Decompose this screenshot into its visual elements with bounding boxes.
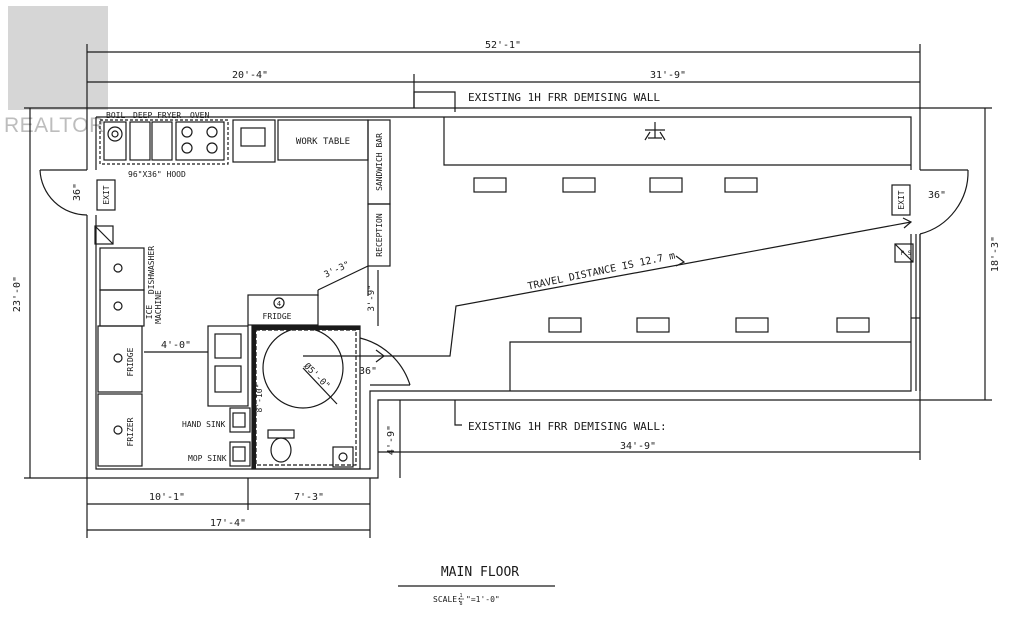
label-ps: P S	[901, 250, 912, 257]
dim-step-height: 4'-9"	[386, 425, 397, 455]
scale-prefix: SCALE:	[433, 595, 462, 604]
label-deep-fryer: DEEP FRYER	[133, 111, 181, 120]
watermark-text: REALTOR	[4, 114, 105, 137]
travel-path	[303, 221, 912, 357]
drawing-title: MAIN FLOOR	[441, 565, 519, 580]
scale-fraction-bottom: 8	[459, 601, 462, 607]
label-boil: BOIL	[106, 111, 125, 120]
dim-bottom-left: 10'-1"	[149, 492, 185, 503]
dim-overall-width: 52'-1"	[485, 40, 521, 51]
label-reception: RECEPTION	[375, 213, 384, 257]
dim-corridor-b: 3'-9"	[367, 284, 377, 311]
label-ice-machine-2: MACHINE	[154, 290, 163, 324]
label-oven: OVEN	[190, 111, 209, 120]
label-hood: 96"X36" HOOD	[128, 170, 186, 179]
dim-right-width: 31'-9"	[650, 70, 686, 81]
label-fridge-side: FRIDGE	[126, 347, 135, 376]
label-work-table: WORK TABLE	[296, 137, 350, 147]
label-exit-right: EXIT	[897, 190, 906, 209]
realtor-watermark: REALTOR	[0, 0, 112, 140]
dim-lower-right-width: 34'-9"	[620, 441, 656, 452]
dim-door-left: 36"	[72, 183, 83, 201]
label-exit-left: EXIT	[102, 185, 111, 204]
scale-suffix: "=1'-0"	[466, 595, 500, 604]
dim-washroom-wall: 8'-10"	[255, 384, 264, 413]
label-wall-top: EXISTING 1H FRR DEMISING WALL	[468, 91, 660, 104]
label-ice-machine-1: ICE	[145, 305, 154, 320]
dim-turning-circle: Ø5'-0"	[301, 361, 332, 392]
dim-aisle: 4'-0"	[161, 340, 191, 351]
dim-overall-height: 23'-0"	[12, 276, 23, 312]
label-frizer: FRIZER	[126, 417, 135, 446]
dim-bottom-right: 7'-3"	[294, 492, 324, 503]
label-fridge-top: FRIDGE	[263, 312, 292, 321]
label-wall-bottom: EXISTING 1H FRR DEMISING WALL:	[468, 420, 667, 433]
realtor-logo-icon	[8, 6, 108, 110]
dim-door-right: 36"	[928, 190, 946, 201]
scale-fraction-top: 1	[459, 593, 462, 599]
label-hand-sink: HAND SINK	[182, 420, 226, 429]
dim-corridor-a: 3'-3"	[323, 260, 352, 281]
label-fridge-number: 4	[277, 300, 281, 308]
label-travel-distance: TRAVEL DISTANCE IS 12.7 m	[527, 251, 677, 293]
dim-bottom-total: 17'-4"	[210, 518, 246, 529]
dim-right-height: 18'-3"	[990, 236, 1001, 272]
label-mop-sink: MOP SINK	[188, 454, 227, 463]
label-dishwasher: DISHWASHER	[147, 246, 156, 294]
sprinkler-icon	[644, 122, 666, 141]
dim-left-width: 20'-4"	[232, 70, 268, 81]
label-sandwich-bar: SANDWICH BAR	[375, 133, 384, 191]
dim-door-washroom: 36"	[359, 366, 377, 377]
inner-wall	[95, 116, 912, 470]
